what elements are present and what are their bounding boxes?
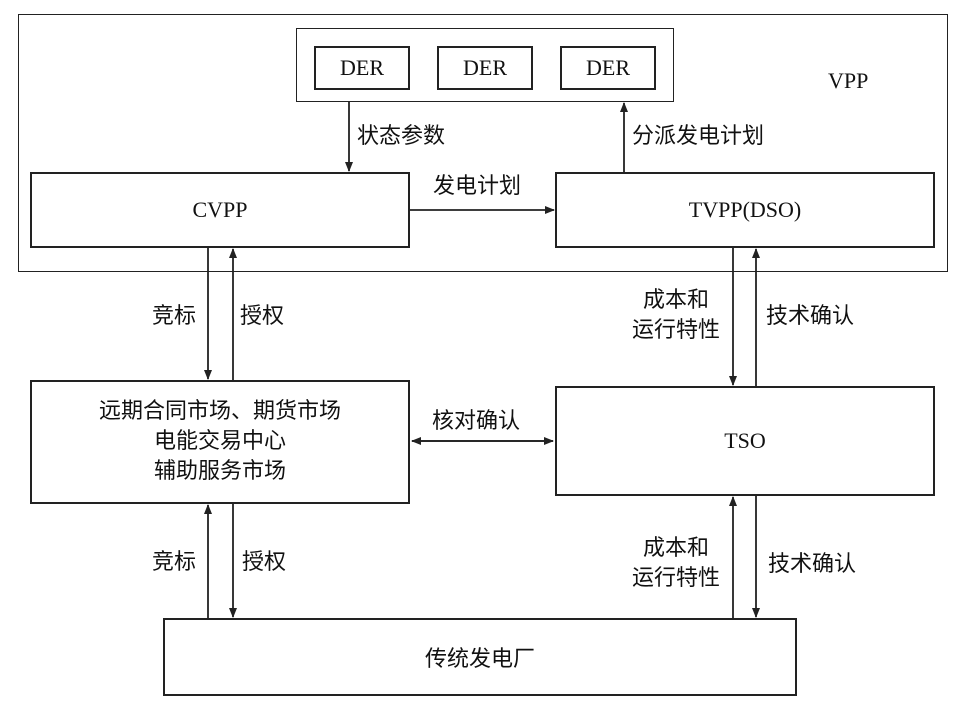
tvpp-box: TVPP(DSO) [555, 172, 935, 248]
label-cost-ops-upper: 成本和 运行特性 [632, 288, 721, 343]
label-tech-confirm-upper: 技术确认 [766, 304, 855, 329]
label-check-confirm: 核对确认 [432, 409, 521, 434]
label-auth-upper: 授权 [240, 304, 285, 329]
der-box-1: DER [314, 46, 410, 90]
label-auth-lower: 授权 [242, 550, 287, 575]
tso-box: TSO [555, 386, 935, 496]
der-box-2: DER [437, 46, 533, 90]
label-bid-lower: 竞标 [152, 550, 197, 575]
market-box: 远期合同市场、期货市场 电能交易中心 辅助服务市场 [30, 380, 410, 504]
cvpp-box: CVPP [30, 172, 410, 248]
label-dispatch-plan: 分派发电计划 [632, 124, 765, 149]
label-tech-confirm-lower: 技术确认 [768, 552, 857, 577]
label-bid-upper: 竞标 [152, 304, 197, 329]
market-line-2: 电能交易中心 [153, 429, 286, 454]
market-line-3: 辅助服务市场 [153, 459, 286, 484]
vpp-frame [18, 14, 948, 272]
label-gen-plan: 发电计划 [433, 174, 522, 199]
label-cost-ops-lower: 成本和 运行特性 [632, 536, 721, 591]
market-line-1: 远期合同市场、期货市场 [98, 399, 341, 424]
label-state-params: 状态参数 [357, 124, 446, 149]
traditional-plant-box: 传统发电厂 [163, 618, 797, 696]
der-box-3: DER [560, 46, 656, 90]
vpp-label: VPP [828, 68, 869, 93]
der-container [296, 28, 674, 102]
